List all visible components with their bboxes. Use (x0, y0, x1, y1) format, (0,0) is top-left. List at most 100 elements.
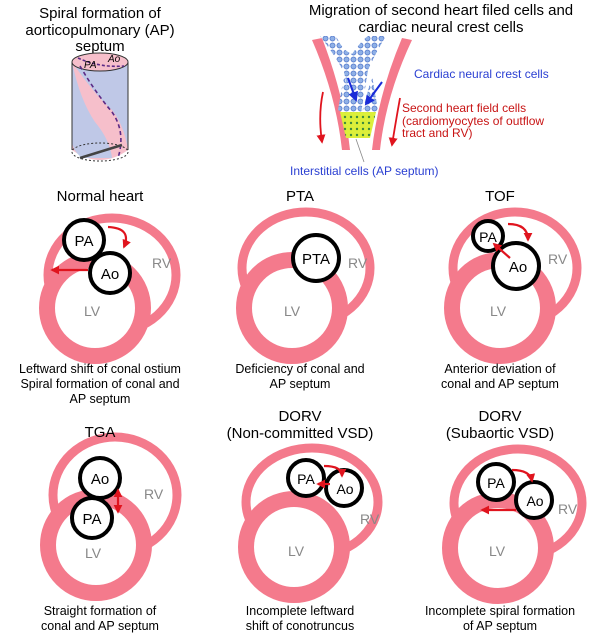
tga-rv-label: RV (144, 486, 164, 502)
dorv1-rv-label: RV (360, 511, 380, 527)
dorv1-subtitle: (Non-committed VSD) (226, 424, 374, 442)
tga-ao-label: Ao (91, 471, 109, 488)
panel-title-pta: PTA (285, 188, 315, 205)
field-arrow-left (316, 91, 326, 144)
caption-normal-line3: AP septum (69, 392, 131, 406)
migration-diagram (312, 36, 412, 163)
normal-rv-label: RV (152, 255, 172, 271)
caption-dorv1-line2: shift of conotruncus (245, 619, 355, 633)
panel-title-tof: TOF (485, 188, 515, 205)
caption-normal-line1: Leftward shift of conal ostium (19, 362, 181, 376)
caption-tof: Anterior deviation of conal and AP septu… (400, 362, 600, 392)
label-neural-crest: Cardiac neural crest cells (414, 67, 549, 81)
caption-dorv1-line1: Incomplete leftward (245, 604, 355, 618)
cylinder-bottom-ellipse (71, 142, 129, 162)
panel-dorv-subaortic: PA Ao RV LV (442, 444, 587, 604)
label-second-heart-field-line2: (cardiomyocytes of outflow (402, 113, 545, 128)
normal-lv-label: LV (84, 303, 101, 319)
cylinder-bottom-septum (79, 143, 123, 160)
normal-rotation-arrow (107, 225, 131, 249)
normal-ao-label: Ao (101, 266, 119, 283)
dorv1-title: DORV (278, 408, 322, 425)
migration-title-line2: cardiac neural crest cells (358, 18, 524, 36)
cylinder-label-ao: Ao (107, 54, 121, 65)
caption-normal-line2: Spiral formation of conal and (20, 377, 180, 391)
crest-arrow-left (347, 77, 358, 102)
dorv1-pa-label: PA (297, 471, 315, 487)
label-interstitial-cells: Interstitial cells (AP septum) (290, 164, 439, 178)
spiral-septum-title-line1: Spiral formation of (39, 5, 161, 22)
panel-title-tga: TGA (84, 424, 116, 441)
caption-normal: Leftward shift of conal ostium Spiral fo… (0, 362, 200, 407)
field-arrow-right (388, 97, 401, 147)
neural-crest-left-strand (338, 76, 356, 120)
caption-tga: Straight formation of conal and AP septu… (0, 604, 200, 634)
label-second-heart-field-line3: tract and RV) (402, 126, 473, 141)
panel-title-dorv-subaortic: DORV (Subaortic VSD) (400, 408, 600, 442)
tof-pa-label: PA (479, 229, 497, 245)
caption-dorv2-line2: of AP septum (462, 619, 538, 633)
spiral-septum-title-line2: aorticopulmonary (AP) septum (25, 21, 175, 55)
normal-ao-circle (88, 251, 132, 295)
crest-arrow-right (364, 81, 383, 106)
tof-anterior-arrow (492, 242, 511, 259)
pta-trunk-label: PTA (302, 251, 330, 268)
dorv1-lv-label: LV (288, 543, 305, 559)
panel-pta: PTA RV LV (236, 207, 375, 364)
pta-lv-label: LV (284, 303, 301, 319)
caption-dorv-subaortic: Incomplete spiral formation of AP septum (400, 604, 600, 634)
dorv1-ao-label: Ao (336, 481, 353, 497)
cylinder-blue-lower (72, 62, 112, 158)
cylinder-blue-region (72, 58, 128, 150)
caption-tga-line2: conal and AP septum (41, 619, 159, 633)
caption-pta-line2: AP septum (269, 377, 331, 391)
migration-title-line1: Migration of second heart filed cells an… (308, 2, 574, 19)
caption-tof-line2: conal and AP septum (441, 377, 559, 391)
panel-title-dorv-noncommitted: DORV (Non-committed VSD) (200, 408, 400, 442)
cylinder-spiral-line (79, 65, 122, 159)
dorv2-lv-label: LV (489, 543, 506, 559)
right-outflow-wall (372, 38, 412, 150)
dorv1-rotation-arrow (323, 464, 347, 478)
tga-pa-circle (70, 496, 114, 540)
spiral-cylinder: Ao PA (71, 52, 129, 162)
dorv1-pa-circle (286, 458, 326, 498)
dorv2-pa-label: PA (487, 475, 505, 491)
neural-crest-cells (320, 36, 386, 120)
tof-rv-label: RV (548, 251, 568, 267)
septum-interstitial-cells (340, 112, 376, 138)
pta-rv-label: RV (348, 255, 368, 271)
caption-dorv2-line1: Incomplete spiral formation (424, 604, 576, 618)
panel-tga: Ao PA RV LV (40, 432, 182, 601)
panel-normal-heart: PA Ao RV LV (39, 213, 181, 364)
cylinder-label-pa: PA (84, 60, 97, 71)
dorv2-pa-circle (476, 462, 516, 502)
panel-title-normal: Normal heart (56, 188, 144, 205)
panel-tof: PA Ao RV LV (444, 207, 582, 364)
normal-pa-circle (62, 218, 106, 262)
dorv2-title: DORV (478, 408, 522, 425)
caption-tof-line1: Anterior deviation of (444, 362, 556, 376)
tof-rotation-arrow (507, 222, 533, 242)
caption-dorv-noncommitted: Incomplete leftward shift of conotruncus (200, 604, 400, 634)
caption-pta-line1: Deficiency of conal and (235, 362, 365, 376)
dorv2-rotation-arrow (511, 468, 536, 483)
label-second-heart-field: Second heart field cells (cardiomyocytes… (402, 102, 544, 140)
dorv2-subtitle: (Subaortic VSD) (445, 424, 555, 442)
dorv1-lv-ring (238, 491, 350, 603)
dorv2-rv-label: RV (558, 501, 578, 517)
normal-pa-label: PA (75, 233, 94, 250)
interstitial-leader-line (355, 138, 365, 163)
left-outflow-wall (312, 38, 350, 150)
caption-pta: Deficiency of conal and AP septum (200, 362, 400, 392)
pta-trunk-circle (291, 233, 341, 283)
panel-dorv-noncommitted: PA Ao RV LV (238, 443, 383, 603)
caption-tga-line1: Straight formation of (43, 604, 157, 618)
label-second-heart-field-line1: Second heart field cells (402, 101, 527, 115)
tof-ao-label: Ao (509, 259, 527, 276)
migration-title: Migration of second heart filed cells an… (282, 2, 600, 36)
tga-lv-label: LV (85, 545, 102, 561)
tga-pa-label: PA (83, 511, 102, 528)
